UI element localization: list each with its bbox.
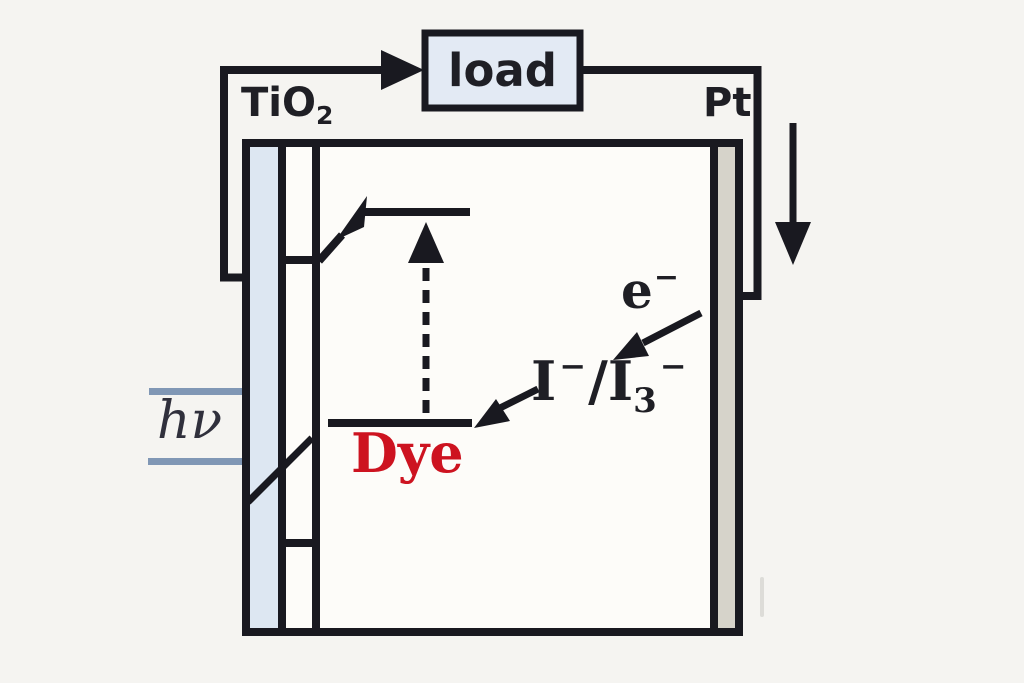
- tio2-inner-line-1: [278, 147, 286, 628]
- pt-label-text: Pt: [703, 80, 752, 126]
- down-arrow-icon: [775, 222, 811, 265]
- iodide-superscript: −: [559, 347, 587, 385]
- pt-layer: [718, 147, 735, 628]
- triiodide-superscript: −: [659, 347, 687, 385]
- tio2-label-subscript: 2: [316, 101, 334, 130]
- electron-label-base: e: [621, 261, 653, 320]
- triiodide-base: I: [607, 349, 634, 413]
- dye-label: Dye: [351, 426, 464, 480]
- cell-body: [242, 139, 743, 636]
- load-box: [421, 29, 584, 112]
- pt-label: Pt: [703, 83, 751, 123]
- iodide-base: I: [531, 349, 557, 413]
- wire-left: [220, 66, 381, 282]
- load-label-text: load: [448, 44, 557, 97]
- injection-arrow-shaft: [316, 232, 345, 264]
- wire-right: [580, 66, 762, 300]
- tio2-label-base: TiO: [241, 80, 316, 126]
- electron-label-superscript: −: [653, 260, 679, 295]
- regeneration-arrow-shaft: [498, 385, 540, 412]
- electron-transfer-arrow-shaft: [641, 309, 703, 347]
- pt-inner-line: [710, 147, 718, 628]
- electron-transfer-arrow-icon: [613, 332, 649, 360]
- load-label: load: [425, 33, 580, 108]
- hv-label-text: hν: [157, 391, 223, 451]
- hv-label: hν: [157, 395, 222, 447]
- conduction-path-lower: [245, 435, 315, 505]
- electrode-contact-upper: [278, 256, 320, 264]
- excited-state-level: [363, 208, 470, 216]
- dye-ground-level: [328, 419, 472, 427]
- light-ray-bottom: [148, 458, 242, 465]
- tio2-label: TiO2: [241, 83, 333, 128]
- wire-arrow-into-load-icon: [381, 50, 424, 90]
- injection-arrow-icon: [336, 196, 367, 240]
- smudge-artifact: [760, 577, 764, 617]
- triiodide-subscript: 3: [633, 381, 657, 421]
- redox-couple-label: I−/I3−: [531, 350, 689, 418]
- redox-slash: /: [588, 349, 608, 413]
- tio2-inner-line-2: [312, 147, 320, 628]
- electrode-contact-lower: [278, 539, 320, 547]
- light-ray-top: [149, 388, 242, 395]
- excitation-arrow-icon: [408, 222, 444, 263]
- tio2-layer: [250, 147, 278, 628]
- regeneration-arrow-icon: [474, 399, 510, 428]
- dye-label-text: Dye: [351, 421, 464, 485]
- electron-label: e−: [621, 263, 679, 316]
